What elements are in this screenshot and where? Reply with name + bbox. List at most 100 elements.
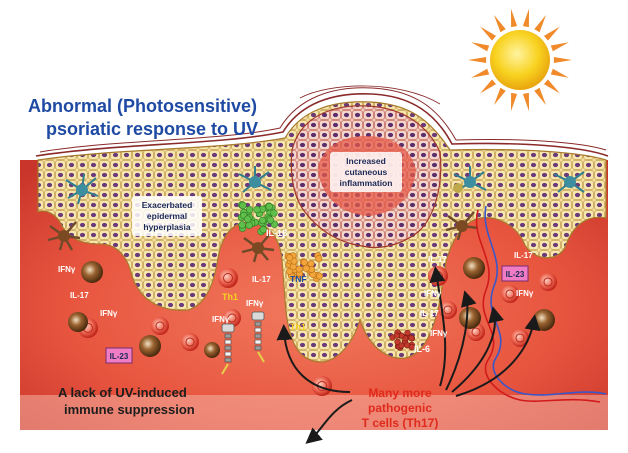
il17-label-1: IL-17	[252, 275, 271, 284]
dendritic-cell-icon-2	[238, 166, 272, 193]
cytokine-particle	[245, 221, 253, 229]
sun-ray	[480, 26, 497, 41]
t-cell	[218, 268, 238, 288]
brown-cell	[463, 257, 485, 279]
ifng-label-2: IFNγ	[100, 309, 118, 318]
brown-cell	[459, 307, 481, 329]
th1-label-2: Th1	[290, 322, 306, 332]
sun-ray	[543, 79, 560, 94]
cytokine-particle	[300, 258, 308, 266]
sun-ray	[471, 42, 490, 52]
sun-ray	[550, 42, 569, 52]
sun-ray	[550, 68, 569, 78]
cytokine-particle	[239, 201, 247, 210]
ifng-label-4: IFNγ	[212, 315, 230, 324]
t-cell-nucleus	[155, 321, 165, 331]
th17-line3: T cells (Th17)	[362, 416, 439, 430]
brown-cell	[204, 342, 220, 358]
sun-ray	[553, 56, 572, 64]
sun-ray	[522, 92, 530, 112]
cytokine-particle	[394, 338, 401, 346]
tnf-cluster-icon	[284, 252, 324, 283]
t-cell-nucleus	[515, 333, 525, 343]
t-cell-nucleus	[223, 273, 233, 283]
macrophage-icon-2	[241, 233, 275, 263]
cytokine-particle	[302, 264, 310, 272]
stratum-corneum-3	[299, 85, 441, 105]
il23-box: IL-23	[105, 347, 133, 364]
sun-ray	[480, 79, 497, 94]
tnf-label: TNF	[290, 274, 307, 284]
il17-label-4: IL-17	[514, 251, 533, 260]
ifng-label-7: IFNγ	[430, 329, 448, 338]
il23-label-2: IL-23	[506, 270, 525, 279]
t-cell	[181, 333, 199, 351]
t-cell	[539, 273, 557, 291]
title-line1: Abnormal (Photosensitive)	[28, 96, 257, 116]
t-cell-nucleus	[543, 277, 553, 287]
il17-label-3: IL-17	[428, 255, 447, 264]
cytokine-particle	[270, 209, 278, 217]
cytokine-particle	[238, 221, 246, 229]
t-cell-nucleus	[443, 305, 453, 315]
t-cell-nucleus	[185, 337, 195, 347]
sun-icon	[468, 8, 572, 112]
macrophage-icon	[47, 221, 81, 251]
il17-label-2: IL-17	[70, 291, 89, 300]
brown-cell	[139, 335, 161, 357]
il1b-cluster-icon	[237, 201, 279, 236]
sun-ray	[510, 8, 518, 28]
sun-ray	[494, 87, 506, 106]
inflammation-line2: cutaneous	[345, 167, 388, 177]
macrophage-icon-3	[445, 211, 479, 241]
cytokine-particle	[316, 272, 324, 280]
il23-box-2: IL-23	[501, 265, 529, 282]
cytokine-particle	[286, 267, 294, 275]
t-cell	[511, 329, 529, 347]
cytokine-particle	[315, 255, 323, 263]
cytokine-particle	[259, 225, 267, 234]
antigen-chain-icon	[221, 311, 265, 375]
cytokine-particle	[265, 203, 273, 211]
hyperplasia-line3: hyperplasia	[143, 222, 191, 232]
cytokine-particle	[295, 265, 303, 273]
t-cell	[223, 309, 241, 327]
dendritic-cell-icon	[65, 173, 99, 205]
suppression-line2: immune suppression	[64, 402, 195, 417]
cytokine-particle	[243, 215, 252, 223]
t-cell-nucleus	[505, 289, 515, 299]
sun-ray	[522, 8, 530, 28]
blood-vessel-blue	[484, 205, 607, 396]
t-cell	[501, 285, 519, 303]
th17-line1: Many more	[368, 386, 432, 400]
t-cell-nucleus	[471, 327, 481, 337]
il23-label: IL-23	[110, 352, 129, 361]
cytokine-particle	[266, 216, 275, 224]
th17-line2: pathogenic	[368, 401, 432, 415]
cytokine-particle	[398, 342, 405, 349]
sun-ray	[494, 14, 506, 33]
stratum-corneum-1	[35, 93, 609, 157]
t-cell-nucleus	[227, 313, 237, 323]
dermis-bottom-fade	[20, 395, 608, 430]
sun-ray	[534, 14, 546, 33]
t-cell	[312, 376, 332, 396]
antigen-chain	[251, 311, 265, 363]
hyperplasia-callout: Exacerbated epidermal hyperplasia	[132, 196, 202, 236]
brown-cell	[81, 261, 103, 283]
hyperplasia-line1: Exacerbated	[142, 200, 193, 210]
inflammation-line1: Increased	[346, 156, 386, 166]
il6-cluster-icon	[389, 329, 416, 351]
cytokine-particle	[245, 205, 254, 214]
cytokine-particle	[258, 216, 267, 225]
il6-label: IL-6	[414, 344, 430, 354]
dendritic-cell-icon-4	[553, 171, 585, 193]
inflammation-line3: inflammation	[340, 178, 393, 188]
sun-ray	[471, 68, 490, 78]
cytokine-particle	[408, 344, 415, 351]
sun-ray	[543, 26, 560, 41]
ifng-label-6: IFNγ	[516, 289, 534, 298]
ifng-label-5: IFNγ	[424, 289, 442, 298]
